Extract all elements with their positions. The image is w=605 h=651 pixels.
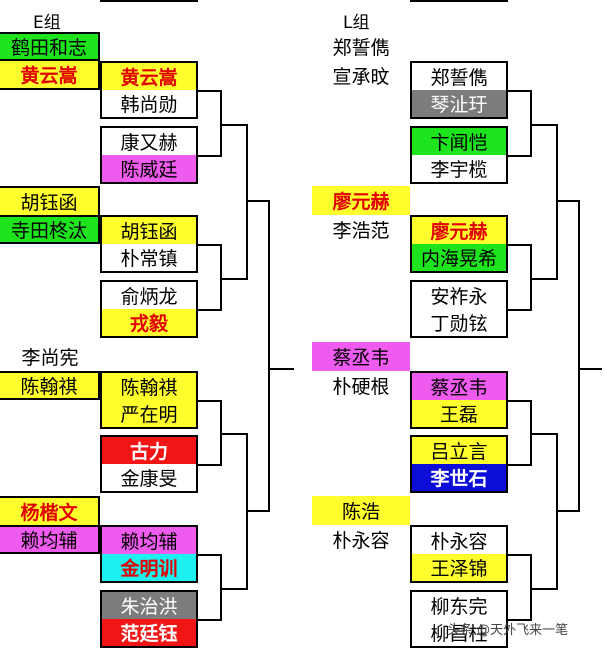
round1-name: 赖均辅 (100, 525, 198, 554)
seed-name: 朴硬根 (332, 376, 390, 398)
bracket-line (222, 124, 246, 126)
round1-name: 俞炳龙 (100, 280, 198, 309)
bracket-line (558, 200, 580, 202)
bracket-line (508, 554, 532, 556)
round1-name: 柳昌柱 (410, 619, 508, 648)
bracket-line (248, 200, 270, 202)
bracket-line (220, 554, 222, 621)
seed-name: 杨楷文 (0, 496, 100, 525)
round1-name: 胡钰函 (100, 215, 198, 244)
bracket-line (246, 124, 248, 280)
seed-name: 朴永容 (332, 530, 390, 552)
seed-name: 宣承旼 (332, 66, 390, 88)
seed-name: 李浩范 (332, 220, 390, 242)
bracket-line (508, 464, 532, 466)
bracket-line (530, 90, 532, 157)
seed-name: 鹤田和志 (0, 32, 100, 61)
round1-name: 朱治洪 (100, 590, 198, 619)
seed-name: 寺田柊汰 (0, 215, 100, 244)
round1-name: 廖元赫 (410, 215, 508, 244)
bracket-line (198, 90, 222, 92)
bracket-line (558, 510, 580, 512)
round1-name: 戎毅 (100, 309, 198, 338)
bracket-line (532, 124, 556, 126)
seed-name: 郑誓儁 (332, 37, 390, 59)
bracket-line (268, 200, 270, 512)
seed-name: 李尚宪 (21, 347, 79, 369)
round1-name: 吕立言 (410, 435, 508, 464)
round1-name: 陈翰祺 (100, 371, 198, 400)
bracket-line (222, 588, 246, 590)
round1-name: 王磊 (410, 400, 508, 429)
round1-name: 内海晃希 (410, 244, 508, 273)
bracket-line (248, 510, 270, 512)
bracket-line (246, 433, 248, 590)
round1-name: 古力 (100, 435, 198, 464)
bracket-line (578, 200, 580, 512)
seed-name: 黄云嵩 (0, 61, 100, 90)
seed-name: 陈浩 (312, 496, 410, 525)
bracket-line (508, 90, 532, 92)
round1-name: 琴沚玗 (410, 90, 508, 119)
bracket-line (508, 309, 532, 311)
group-title-l: L组 (343, 13, 370, 33)
bracket-line (222, 433, 246, 435)
round1-name: 陈威廷 (100, 155, 198, 184)
bracket-line (556, 433, 558, 590)
round1-name: 安祚永 (410, 280, 508, 309)
bracket-line (270, 368, 294, 370)
bracket-line (198, 464, 222, 466)
bracket-line (508, 400, 532, 402)
bracket-line (222, 278, 246, 280)
bracket-line (198, 400, 222, 402)
round1-name: 李世石 (410, 464, 508, 493)
round1-name: 柳东完 (410, 590, 508, 619)
bracket-line (556, 124, 558, 280)
round1-name: 郑誓儁 (410, 61, 508, 90)
round1-name: 范廷钰 (100, 619, 198, 648)
bracket-line (530, 400, 532, 466)
header-rule (410, 0, 508, 2)
seed-name: 胡钰函 (0, 186, 100, 215)
round1-name: 康又赫 (100, 126, 198, 155)
round1-name: 金明训 (100, 554, 198, 583)
header-rule (100, 0, 198, 2)
bracket-line (220, 244, 222, 311)
bracket-line (508, 155, 532, 157)
round1-name: 韩尚勋 (100, 90, 198, 119)
round1-name: 丁勋铉 (410, 309, 508, 338)
bracket-line (198, 554, 222, 556)
bracket-line (532, 278, 556, 280)
round1-name: 李宇榄 (410, 155, 508, 184)
bracket-line (220, 90, 222, 157)
bracket-line (508, 244, 532, 246)
bracket-line (198, 155, 222, 157)
bracket-line (580, 368, 602, 370)
bracket-line (532, 433, 556, 435)
bracket-line (198, 244, 222, 246)
round1-name: 王泽锦 (410, 554, 508, 583)
round1-name: 严在明 (100, 400, 198, 429)
round1-name: 朴常镇 (100, 244, 198, 273)
round1-name: 金康旻 (100, 464, 198, 493)
seed-name: 蔡丞韦 (312, 342, 410, 371)
round1-name: 朴永容 (410, 525, 508, 554)
group-title-e: E组 (33, 13, 61, 33)
seed-name: 陈翰祺 (0, 371, 100, 400)
bracket-line (198, 619, 222, 621)
bracket-line (530, 244, 532, 311)
bracket-line (530, 554, 532, 621)
seed-name: 赖均辅 (0, 525, 100, 554)
seed-name: 廖元赫 (312, 186, 410, 215)
bracket-line (220, 400, 222, 466)
round1-name: 卞闻恺 (410, 126, 508, 155)
bracket-line (508, 619, 532, 621)
bracket-line (532, 588, 556, 590)
round1-name: 蔡丞韦 (410, 371, 508, 400)
bracket-line (198, 309, 222, 311)
watermark: 头条 @天外飞来一笔 (447, 623, 569, 638)
round1-name: 黄云嵩 (100, 61, 198, 90)
